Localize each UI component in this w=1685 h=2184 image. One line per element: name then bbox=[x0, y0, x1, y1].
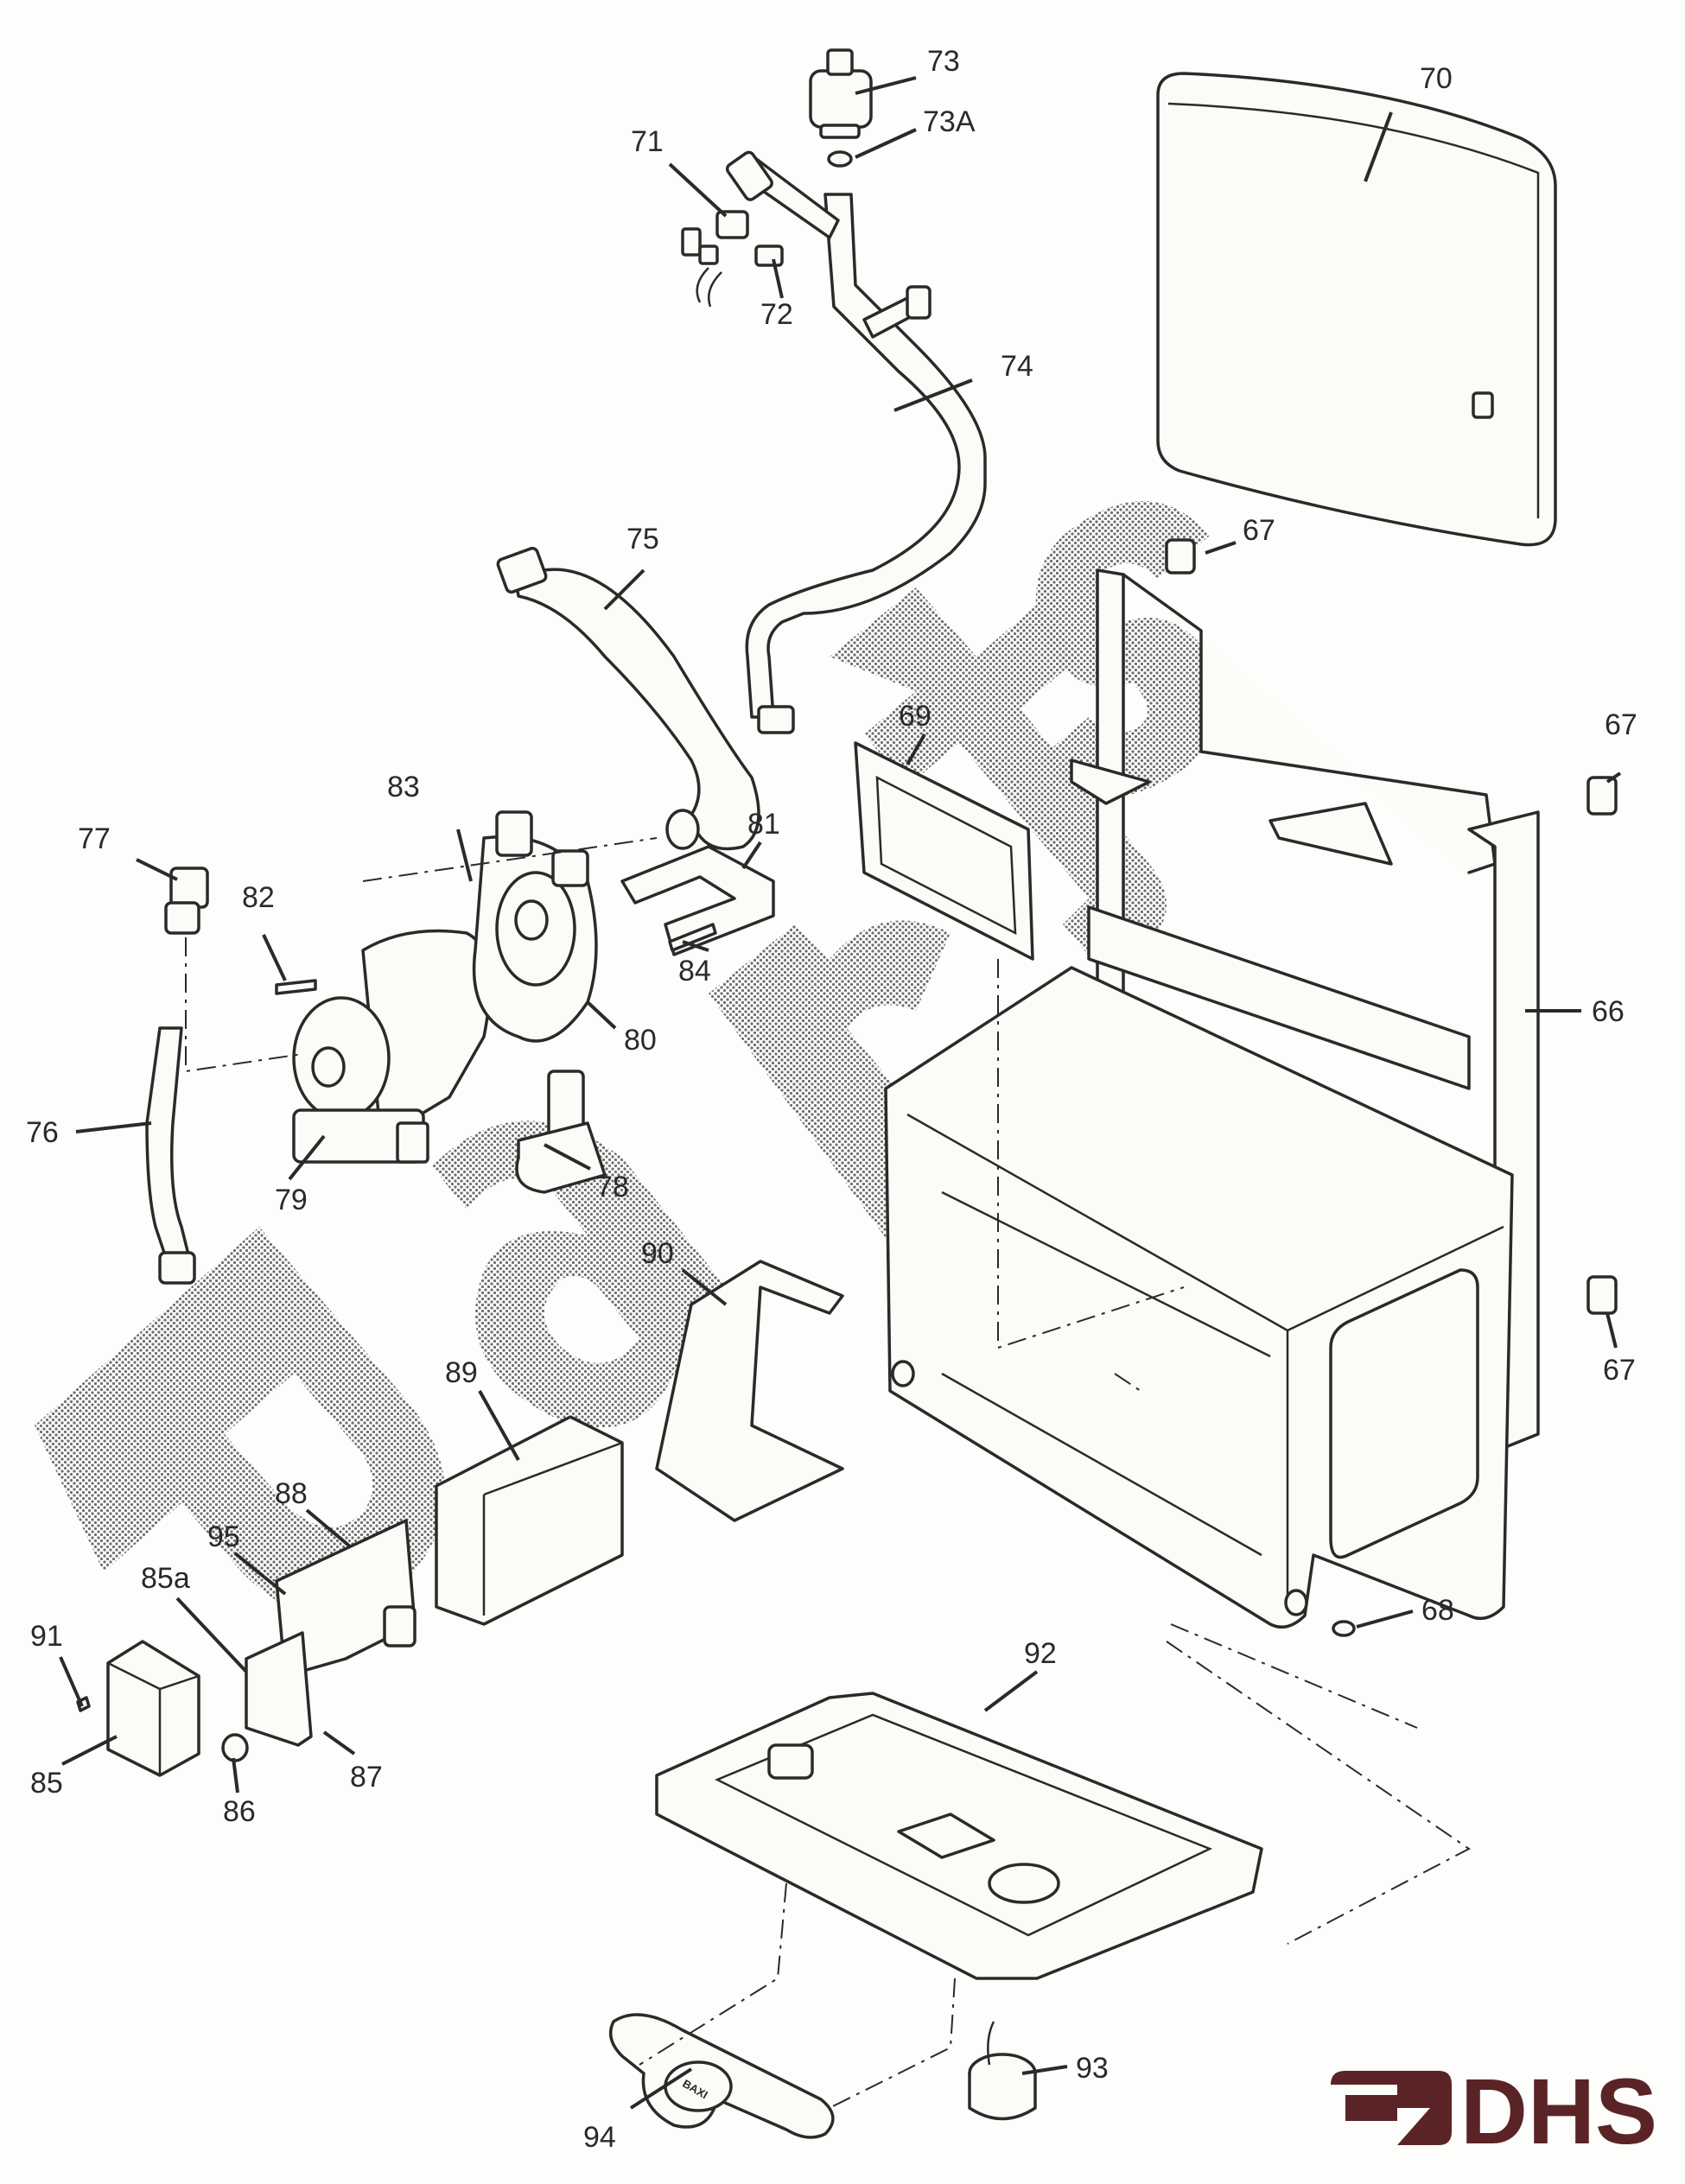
callout-80: 80 bbox=[624, 1024, 657, 1057]
callout-95: 95 bbox=[207, 1521, 240, 1553]
part-85-transformer bbox=[106, 1640, 200, 1777]
callout-74: 74 bbox=[1001, 350, 1033, 383]
part-78-elbow bbox=[515, 1070, 607, 1194]
part-77-valve bbox=[164, 867, 209, 935]
callout-labels: 73 73A 71 72 74 70 75 67 69 83 81 77 82 … bbox=[26, 45, 1637, 2154]
part-72-sensor bbox=[696, 244, 784, 308]
part-92-tray bbox=[655, 1692, 1263, 1980]
callout-92: 92 bbox=[1024, 1637, 1057, 1670]
callout-67-right-upper: 67 bbox=[1605, 708, 1637, 741]
callout-85a: 85a bbox=[141, 1562, 190, 1595]
part-80-pump-body bbox=[472, 810, 598, 1043]
dhs-logo: DHS bbox=[1318, 2059, 1663, 2163]
part-89-housing bbox=[435, 1415, 624, 1626]
part-79-pump bbox=[292, 929, 492, 1164]
part-67-clip-right-lower bbox=[1586, 1275, 1618, 1315]
callout-69: 69 bbox=[899, 700, 932, 733]
callout-67-right-lower: 67 bbox=[1603, 1354, 1636, 1387]
logo-text: DHS bbox=[1460, 2060, 1657, 2155]
callout-94: 94 bbox=[583, 2121, 616, 2154]
callout-72: 72 bbox=[760, 298, 793, 331]
part-73A-washer bbox=[827, 150, 853, 168]
callout-87: 87 bbox=[350, 1761, 383, 1794]
callout-76: 76 bbox=[26, 1116, 59, 1149]
callout-70: 70 bbox=[1420, 62, 1453, 95]
callout-73: 73 bbox=[927, 45, 960, 78]
callout-91: 91 bbox=[30, 1620, 63, 1653]
part-82-screw bbox=[275, 979, 317, 995]
callout-86: 86 bbox=[223, 1795, 256, 1828]
leader-lines bbox=[59, 76, 1622, 2110]
callout-79: 79 bbox=[275, 1184, 308, 1216]
part-76-pipe bbox=[145, 1026, 196, 1285]
part-66-chassis bbox=[884, 568, 1540, 1629]
callout-81: 81 bbox=[747, 808, 780, 841]
part-94-key: BAXI bbox=[608, 2013, 835, 2139]
part-73-air-vent bbox=[809, 48, 873, 139]
callout-89: 89 bbox=[445, 1356, 478, 1389]
part-67-clip-top bbox=[1165, 538, 1196, 575]
callout-73A: 73A bbox=[923, 105, 976, 138]
callout-66: 66 bbox=[1592, 995, 1625, 1028]
part-67-clip-right-upper bbox=[1586, 776, 1618, 816]
callout-67-top: 67 bbox=[1243, 514, 1275, 547]
assembly-lines bbox=[185, 837, 1471, 2109]
callout-85: 85 bbox=[30, 1767, 63, 1800]
arrow-right-icon bbox=[1331, 2071, 1452, 2145]
callout-75: 75 bbox=[626, 523, 659, 556]
callout-88: 88 bbox=[275, 1477, 308, 1510]
part-71-sensor bbox=[681, 210, 749, 265]
callout-84: 84 bbox=[678, 955, 711, 987]
part-84-screw bbox=[668, 923, 717, 952]
part-93-knob bbox=[968, 2021, 1037, 2121]
part-75-pipe bbox=[496, 546, 760, 851]
part-81-bracket bbox=[620, 845, 775, 956]
callout-90: 90 bbox=[641, 1237, 674, 1270]
part-74-pipe bbox=[725, 150, 987, 734]
part-90-cover bbox=[655, 1260, 844, 1522]
part-88-pcb bbox=[245, 1519, 416, 1747]
callout-78: 78 bbox=[596, 1171, 629, 1203]
callout-83: 83 bbox=[387, 771, 420, 803]
part-70-expansion-vessel bbox=[1156, 72, 1557, 547]
part-69-plate bbox=[854, 741, 1034, 961]
part-68-washer bbox=[1332, 1620, 1356, 1637]
callout-68: 68 bbox=[1421, 1594, 1454, 1627]
part-86-grommet bbox=[221, 1733, 249, 1762]
callout-77: 77 bbox=[78, 822, 111, 855]
callout-93: 93 bbox=[1076, 2052, 1109, 2085]
callout-71: 71 bbox=[631, 125, 664, 158]
callout-82: 82 bbox=[242, 881, 275, 914]
